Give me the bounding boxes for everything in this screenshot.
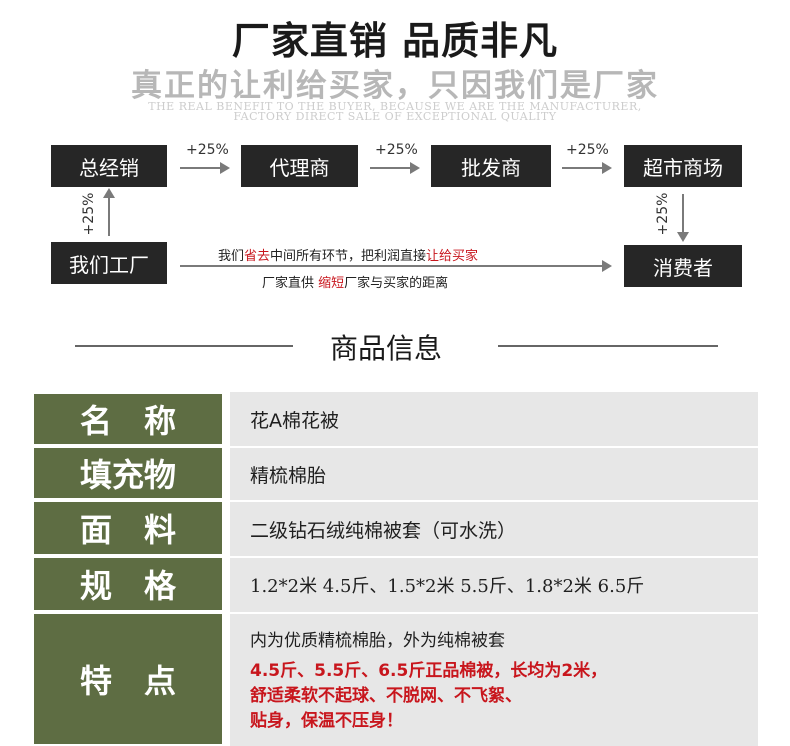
value-filling: 精梳棉胎	[230, 448, 758, 500]
feature-line: 内为优质精梳棉胎，外为纯棉被套	[250, 631, 505, 651]
page-subtitle: 真正的让利给买家，只因我们是厂家	[131, 68, 659, 104]
markup-label-3: +25%	[566, 142, 609, 158]
text-highlight: 让给买家	[426, 249, 479, 264]
box-general-distributor: 总经销	[51, 145, 167, 187]
value-name: 花A棉花被	[230, 392, 758, 446]
text-segment: 厂家与买家的距离	[344, 276, 449, 291]
english-tagline-1: THE REAL BENEFIT TO THE BUYER, BECAUSE W…	[148, 100, 642, 113]
divider-left	[75, 345, 293, 347]
text-segment: 厂家直供	[262, 276, 319, 291]
label-filling: 填充物	[32, 446, 224, 500]
arrow-right-icon	[180, 162, 230, 174]
value-features: 内为优质精梳棉胎，外为纯棉被套 4.5斤、5.5斤、6.5斤正品棉被，长均为2米…	[230, 614, 758, 746]
divider-right	[498, 345, 718, 347]
arrow-up-icon	[103, 188, 115, 236]
arrow-right-icon	[370, 162, 420, 174]
box-our-factory: 我们工厂	[51, 242, 167, 284]
text-highlight: 缩短	[318, 276, 345, 291]
box-wholesaler: 批发商	[431, 145, 551, 187]
arrow-right-icon	[562, 162, 612, 174]
label-fabric: 面 料	[32, 500, 224, 556]
box-supermarket: 超市商场	[624, 145, 742, 187]
markup-label-1: +25%	[186, 142, 229, 158]
feature-highlight: 贴身，保温不压身！	[250, 711, 403, 731]
text-segment: 我们	[218, 249, 245, 264]
markup-label-left: +25%	[81, 192, 97, 236]
text-highlight: 省去	[244, 249, 271, 264]
english-tagline-2: FACTORY DIRECT SALE OF EXCEPTIONAL QUALI…	[233, 110, 557, 123]
section-title: 商品信息	[330, 332, 443, 365]
direct-sale-text-2: 厂家直供 缩短厂家与买家的距离	[262, 272, 448, 291]
feature-highlight: 4.5斤、5.5斤、6.5斤正品棉被，长均为2米，	[250, 661, 608, 681]
markup-label-2: +25%	[375, 142, 418, 158]
value-spec: 1.2*2米 4.5斤、1.5*2米 5.5斤、1.8*2米 6.5斤	[230, 558, 758, 612]
text-segment: 中间所有环节，把利润直接	[270, 249, 427, 264]
label-name: 名 称	[32, 392, 224, 446]
value-fabric: 二级钻石绒纯棉被套（可水洗）	[230, 502, 758, 556]
page-title: 厂家直销 品质非凡	[231, 19, 559, 63]
label-spec: 规 格	[32, 556, 224, 612]
arrow-direct-icon	[180, 260, 612, 272]
arrow-down-icon	[677, 194, 689, 242]
feature-highlight: 舒适柔软不起球、不脱网、不飞絮、	[250, 686, 522, 706]
box-agent: 代理商	[241, 145, 358, 187]
direct-sale-text-1: 我们省去中间所有环节，把利润直接让给买家	[218, 245, 478, 264]
box-consumer: 消费者	[624, 245, 742, 287]
label-features: 特 点	[32, 612, 224, 746]
markup-label-right: +25%	[655, 192, 671, 236]
